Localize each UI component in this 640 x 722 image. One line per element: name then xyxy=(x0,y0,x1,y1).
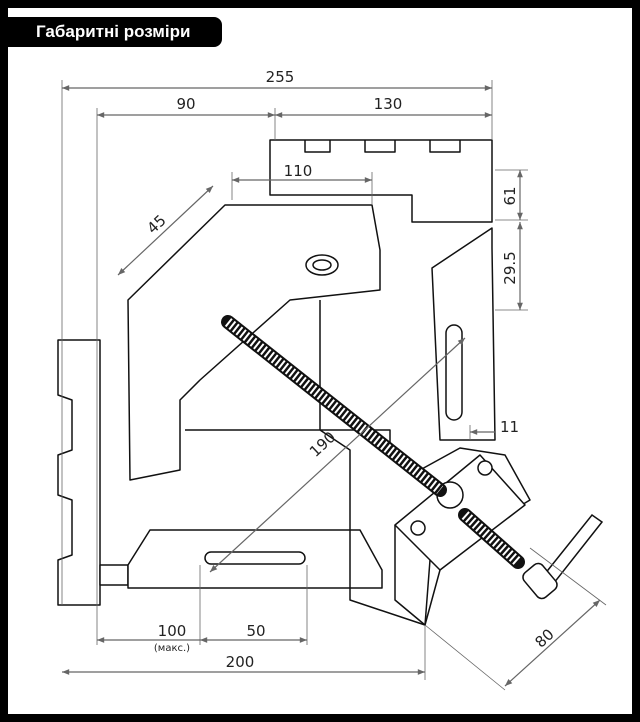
screw-head xyxy=(410,520,426,536)
dim-base-width: 200 xyxy=(226,653,255,671)
dim-slot-max-note: (макс.) xyxy=(154,643,190,654)
jaw-stop xyxy=(99,564,129,586)
handle xyxy=(522,513,604,600)
right-upright xyxy=(431,227,496,441)
dim-screw-length: 190 xyxy=(306,428,339,461)
dim-jaw-width: 110 xyxy=(284,162,313,180)
dim-slot-max: 100 xyxy=(158,622,187,640)
dim-right-part: 130 xyxy=(374,95,403,113)
top-notches xyxy=(304,140,461,153)
dim-side-offset: 11 xyxy=(500,418,519,436)
dim-upper-offset: 29.5 xyxy=(501,251,519,284)
dim-top-height: 61 xyxy=(501,186,519,205)
page-title: Габаритні розміри xyxy=(8,17,222,47)
dim-slot-length: 50 xyxy=(246,622,265,640)
fixed-jaw-plate xyxy=(57,339,101,606)
dim-jaw-angle-length: 45 xyxy=(143,211,169,237)
dimension-lines xyxy=(61,80,607,691)
dim-overall-width: 255 xyxy=(266,68,295,86)
dim-left-part: 90 xyxy=(176,95,195,113)
upright-slot xyxy=(445,324,463,421)
screw-head xyxy=(477,460,493,476)
dim-clamp-depth: 80 xyxy=(531,625,557,651)
